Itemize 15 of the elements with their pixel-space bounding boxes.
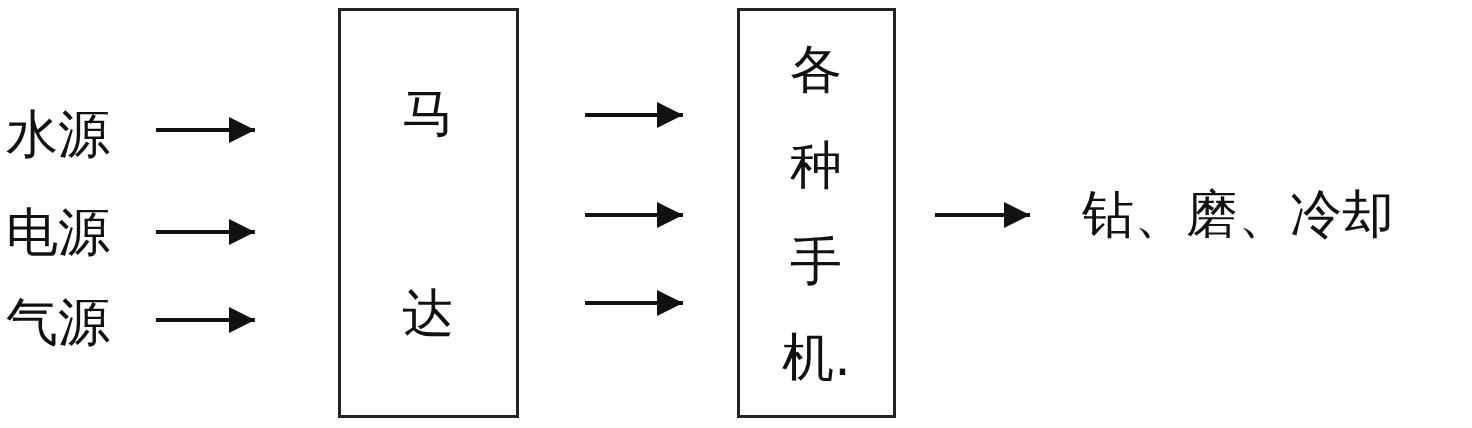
arrow: [935, 202, 1030, 228]
arrow: [156, 307, 255, 333]
arrow: [585, 102, 683, 128]
motor-box: [338, 8, 519, 418]
result-label: 钻、磨、冷却: [1082, 184, 1394, 244]
box-text: 各种手机.: [781, 38, 852, 389]
arrow: [156, 219, 255, 245]
source-label: 电源: [6, 202, 110, 262]
arrow: [585, 290, 683, 316]
tool-box: [737, 8, 896, 418]
box-text: 马达: [401, 82, 456, 345]
arrow: [156, 117, 255, 143]
source-label: 气源: [6, 292, 110, 352]
arrow: [585, 202, 683, 228]
source-label: 水源: [6, 104, 110, 164]
